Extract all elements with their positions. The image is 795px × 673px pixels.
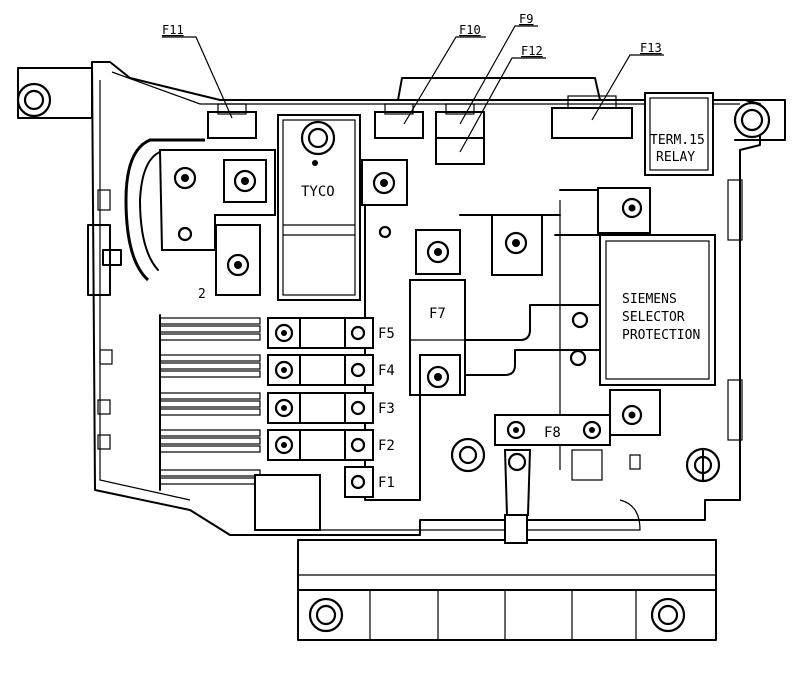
term15-relay: TERM.15 RELAY	[644, 92, 714, 176]
fuse-label-f2: F2	[378, 438, 395, 454]
housing	[16, 61, 786, 536]
tyco-relay: TYCO	[277, 114, 361, 301]
siemens-line3: PROTECTION	[622, 328, 700, 343]
left-bus-bar: 2	[158, 149, 276, 302]
callout-f12: F12	[521, 44, 543, 58]
fuse-row-f5: F5	[159, 317, 395, 349]
fuse-row-f2: F2	[159, 429, 395, 461]
tyco-label: TYCO	[301, 184, 335, 200]
fuse-row-f3: F3	[159, 392, 395, 424]
callout-f10: F10	[459, 23, 481, 37]
fuse-label-f3: F3	[378, 401, 395, 417]
fuse-label-f1: F1	[378, 475, 395, 491]
callout-f11: F11	[162, 23, 184, 37]
harness-loop	[124, 138, 206, 282]
fuse-label-f5: F5	[378, 326, 395, 342]
fuse-label-f4: F4	[378, 363, 395, 379]
f8-label: F8	[544, 425, 561, 441]
f7-fuse: F7	[409, 279, 601, 396]
top-mini-fuses	[207, 95, 633, 165]
callouts: F11 F10 F9 F12 F13	[162, 12, 664, 153]
callout-f9: F9	[519, 12, 533, 26]
siemens-line1: SIEMENS	[622, 292, 677, 307]
term15-line1: TERM.15	[650, 133, 705, 148]
f8-fuse: F8	[450, 414, 641, 544]
siemens-module: SIEMENS SELECTOR PROTECTION	[554, 187, 716, 470]
fuse-row-f1: F1	[159, 466, 395, 531]
callout-f13: F13	[640, 41, 662, 55]
siemens-line2: SELECTOR	[622, 310, 685, 325]
term15-line2: RELAY	[656, 150, 695, 165]
mark-2: 2	[198, 287, 206, 302]
fuse-row-f4: F4	[159, 354, 395, 386]
fuse-rows: F5 F4 F3	[159, 314, 395, 531]
f7-label: F7	[429, 306, 446, 322]
